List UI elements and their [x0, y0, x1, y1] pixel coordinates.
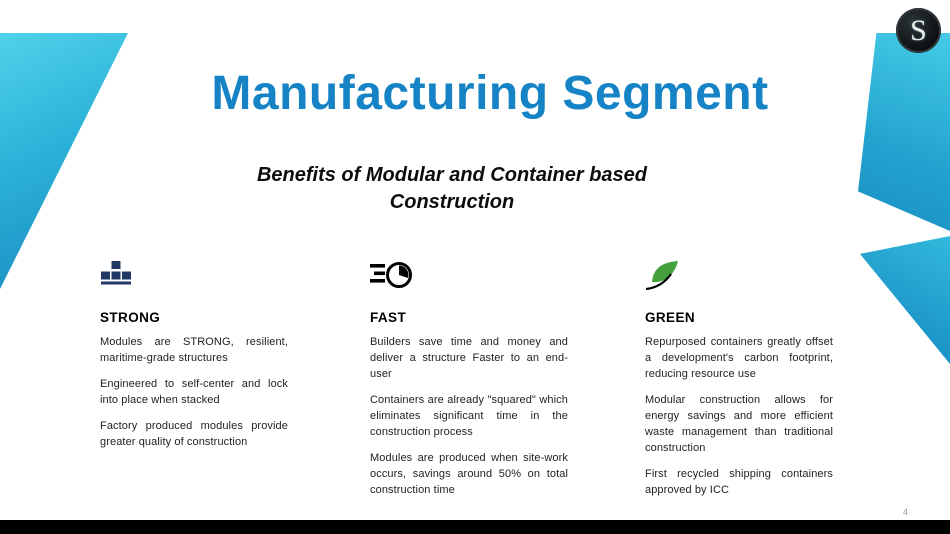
- slide-subtitle: Benefits of Modular and Container based …: [0, 162, 927, 216]
- bullet: Modules are produced when site-work occu…: [370, 451, 568, 496]
- company-logo: S: [896, 8, 941, 53]
- slide-title: Manufacturing Segment: [211, 67, 769, 120]
- right-bottom-accent-shape: [860, 236, 950, 364]
- speed-clock-icon: [370, 260, 568, 298]
- bullet: Builders save time and money and deliver…: [370, 336, 568, 380]
- column-fast: FAST Builders save time and money and de…: [370, 260, 568, 508]
- page-number: 4: [902, 507, 908, 517]
- bullet: Containers are already "squared" which e…: [370, 393, 568, 438]
- footer-bar: [0, 520, 950, 534]
- bullet: Modular construction allows for energy s…: [645, 393, 833, 454]
- bullet: First recycled shipping containers appro…: [645, 467, 833, 496]
- logo-letter: S: [910, 13, 927, 47]
- column-heading-strong: STRONG: [100, 310, 161, 325]
- leaf-icon: [645, 260, 833, 298]
- column-heading-fast: FAST: [370, 310, 407, 325]
- bullet: Modules are STRONG, resilient, maritime-…: [100, 336, 288, 364]
- subtitle-line-2: Construction: [389, 191, 515, 213]
- column-green: GREEN Repurposed containers greatly offs…: [645, 260, 833, 508]
- bullet: Factory produced modules provide greater…: [100, 419, 288, 448]
- modules-blocks-icon: [100, 260, 288, 298]
- column-strong: STRONG Modules are STRONG, resilient, ma…: [100, 260, 288, 461]
- bullet: Repurposed containers greatly offset a d…: [645, 336, 833, 380]
- column-heading-green: GREEN: [645, 310, 696, 325]
- subtitle-line-1: Benefits of Modular and Container based: [256, 164, 648, 186]
- bullet: Engineered to self-center and lock into …: [100, 377, 288, 406]
